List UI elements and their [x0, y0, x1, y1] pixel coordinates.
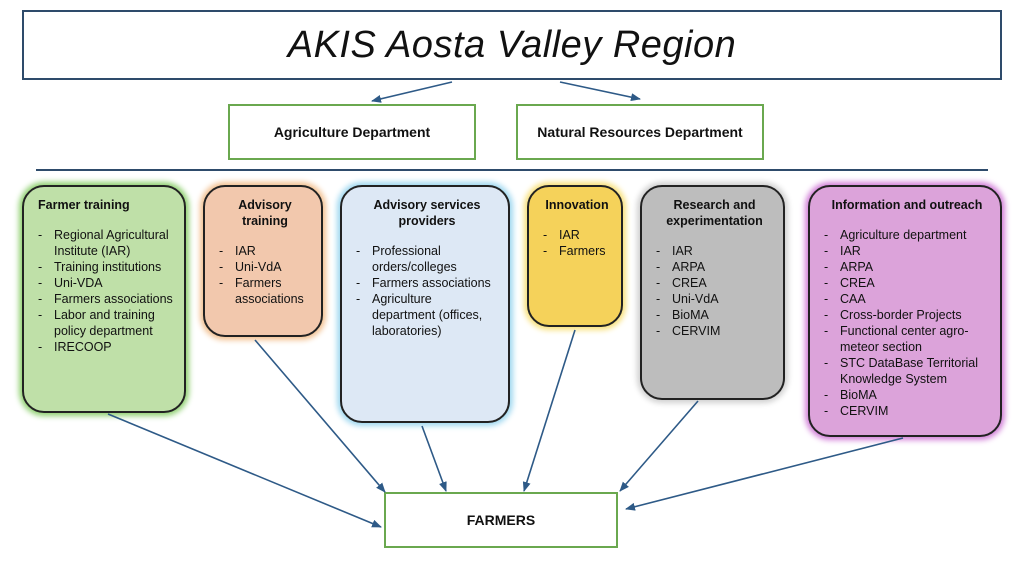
card-title: Advisory training	[238, 198, 292, 228]
card-list-item: IAR	[219, 243, 311, 259]
card-advisory-training: Advisory training IARUni-VdAFarmers asso…	[203, 185, 323, 337]
card-list-item: Cross-border Projects	[824, 307, 990, 323]
dept-agriculture: Agriculture Department	[228, 104, 476, 160]
card-list-item: BioMA	[656, 307, 773, 323]
card-list-item: Agriculture department (offices, laborat…	[356, 291, 498, 339]
card-list-item: Training institutions	[38, 259, 174, 275]
card-list-item: Uni-VdA	[219, 259, 311, 275]
dept-natural-resources-label: Natural Resources Department	[537, 124, 743, 140]
card-list-item: Regional Agricultural Institute (IAR)	[38, 227, 174, 259]
card-list-item: Farmers associations	[38, 291, 174, 307]
arrow-innovation-to-farmers	[522, 329, 576, 492]
arrow-advisory-training-to-farmers	[254, 339, 386, 493]
card-information-outreach: Information and outreach Agriculture dep…	[808, 185, 1002, 437]
arrow-to-natural-resources-dept	[559, 81, 641, 102]
card-list-item: CERVIM	[656, 323, 773, 339]
card-list: IARARPACREAUni-VdABioMACERVIM	[656, 243, 773, 339]
card-list-item: Agriculture department	[824, 227, 990, 243]
card-list-item: CREA	[656, 275, 773, 291]
arrow-to-agriculture-dept	[371, 81, 453, 103]
card-list-item: Farmers	[543, 243, 611, 259]
dept-natural-resources: Natural Resources Department	[516, 104, 764, 160]
card-list-item: IAR	[543, 227, 611, 243]
arrow-research-to-farmers	[619, 400, 699, 492]
diagram-title: AKIS Aosta Valley Region	[287, 23, 737, 66]
card-list-item: Functional center agro-meteor section	[824, 323, 990, 355]
title-box: AKIS Aosta Valley Region	[22, 10, 1002, 80]
card-title: Information and outreach	[831, 198, 983, 212]
card-list-item: IAR	[656, 243, 773, 259]
card-list-item: CERVIM	[824, 403, 990, 419]
farmers-label: FARMERS	[466, 512, 536, 528]
card-advisory-services: Advisory services providers Professional…	[340, 185, 510, 423]
card-list-item: ARPA	[824, 259, 990, 275]
card-list-item: ARPA	[656, 259, 773, 275]
card-title: Research and experimentation	[666, 198, 763, 228]
card-list: Regional Agricultural Institute (IAR)Tra…	[38, 227, 174, 355]
card-list: IARFarmers	[543, 227, 611, 259]
card-list-item: Labor and training policy department	[38, 307, 174, 339]
arrow-information-to-farmers	[625, 437, 904, 511]
card-title: Farmer training	[38, 198, 130, 212]
card-list-item: CREA	[824, 275, 990, 291]
card-list: Professional orders/collegesFarmers asso…	[356, 243, 498, 339]
card-list-item: STC DataBase Territorial Knowledge Syste…	[824, 355, 990, 387]
card-list-item: Farmers associations	[356, 275, 498, 291]
card-farmer-training: Farmer training Regional Agricultural In…	[22, 185, 186, 413]
card-innovation: Innovation IARFarmers	[527, 185, 623, 327]
divider-line	[36, 169, 988, 171]
card-list-item: Uni-VDA	[38, 275, 174, 291]
arrow-advisory-services-to-farmers	[421, 425, 447, 492]
card-list-item: Farmers associations	[219, 275, 311, 307]
card-title: Advisory services providers	[373, 198, 481, 228]
card-list-item: IAR	[824, 243, 990, 259]
card-list-item: IRECOOP	[38, 339, 174, 355]
arrow-farmer-training-to-farmers	[107, 413, 382, 528]
card-list-item: Uni-VdA	[656, 291, 773, 307]
card-title: Innovation	[545, 198, 609, 212]
card-list-item: CAA	[824, 291, 990, 307]
card-list-item: BioMA	[824, 387, 990, 403]
card-list: IARUni-VdAFarmers associations	[219, 243, 311, 307]
card-list: Agriculture departmentIARARPACREACAACros…	[824, 227, 990, 419]
farmers-box: FARMERS	[384, 492, 618, 548]
card-research: Research and experimentation IARARPACREA…	[640, 185, 785, 400]
dept-agriculture-label: Agriculture Department	[273, 124, 431, 140]
card-list-item: Professional orders/colleges	[356, 243, 498, 275]
